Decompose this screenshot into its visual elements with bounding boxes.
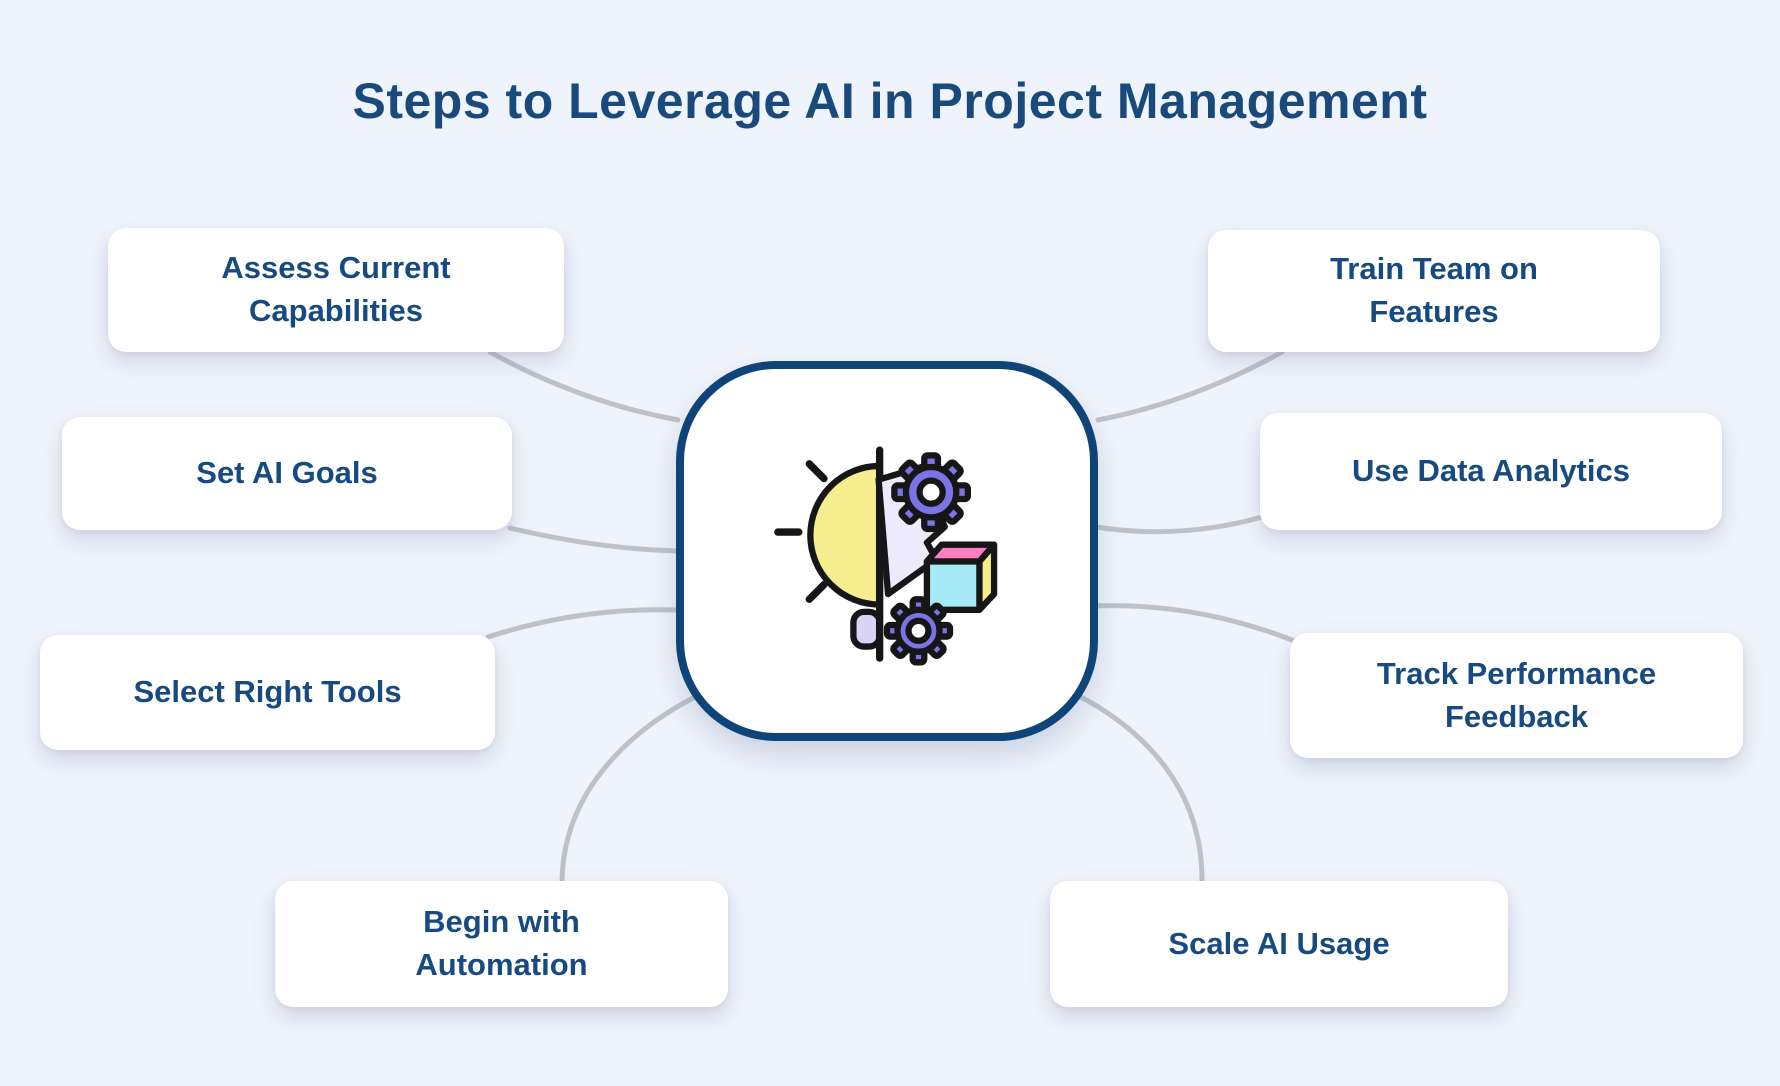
step-node-assess-current-capabilities: Assess Current Capabilities	[108, 228, 564, 352]
step-label: Track Performance Feedback	[1376, 655, 1657, 734]
connector-line-scale	[1076, 693, 1205, 885]
step-node-begin-with-automation: Begin with Automation	[275, 881, 728, 1007]
connector-line-train	[1095, 349, 1285, 423]
step-label: Set AI Goals	[196, 455, 378, 491]
step-node-set-ai-goals: Set AI Goals	[62, 417, 512, 530]
center-card	[676, 361, 1098, 741]
step-node-track-performance-feedback: Track Performance Feedback	[1290, 633, 1743, 758]
step-label: Select Right Tools	[133, 674, 402, 710]
step-node-scale-ai-usage: Scale AI Usage	[1050, 881, 1508, 1007]
step-label: Use Data Analytics	[1352, 453, 1630, 489]
connector-line-begin	[559, 693, 700, 885]
connector-line-goals	[507, 525, 681, 554]
step-label: Assess Current Capabilities	[221, 250, 451, 328]
step-node-use-data-analytics: Use Data Analytics	[1260, 413, 1722, 530]
ai-lightbulb-gears-icon	[774, 446, 998, 666]
step-label: Scale AI Usage	[1168, 925, 1390, 961]
step-node-train-team-on-features: Train Team on Features	[1208, 230, 1660, 352]
connector-line-tools	[485, 607, 681, 640]
step-label: Train Team on Features	[1330, 251, 1538, 329]
step-node-select-right-tools: Select Right Tools	[40, 635, 495, 750]
connector-line-assess	[487, 349, 681, 423]
step-label: Begin with Automation	[415, 904, 588, 982]
page-title: Steps to Leverage AI in Project Manageme…	[352, 73, 1428, 129]
connector-line-data	[1093, 514, 1265, 535]
connector-line-track	[1091, 603, 1295, 643]
